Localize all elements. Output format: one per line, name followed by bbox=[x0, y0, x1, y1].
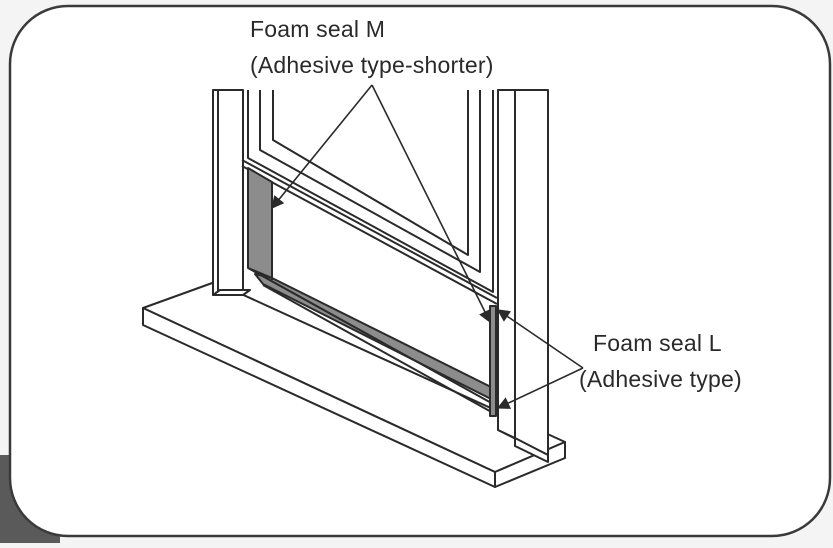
left-post bbox=[212, 89, 251, 296]
right-post bbox=[497, 89, 549, 463]
diagram-panel bbox=[8, 4, 832, 538]
callout-lines bbox=[271, 84, 584, 409]
window-sill bbox=[142, 281, 566, 488]
foam-seal-m-title: Foam seal M bbox=[250, 16, 386, 42]
callout-m-right bbox=[371, 84, 491, 324]
window-sash bbox=[241, 90, 498, 305]
lower-opening bbox=[247, 167, 496, 415]
callout-m-left bbox=[271, 84, 373, 209]
callout-l-lower bbox=[496, 367, 584, 409]
foam-seal-l-title: Foam seal L bbox=[593, 330, 722, 356]
right-seal-strip bbox=[489, 305, 497, 417]
window-illustration bbox=[142, 89, 566, 488]
callout-l-upper bbox=[496, 309, 584, 369]
foam-seal-m-subtitle: (Adhesive type-shorter) bbox=[250, 52, 494, 78]
foam-seal-l-subtitle: (Adhesive type) bbox=[579, 366, 742, 392]
